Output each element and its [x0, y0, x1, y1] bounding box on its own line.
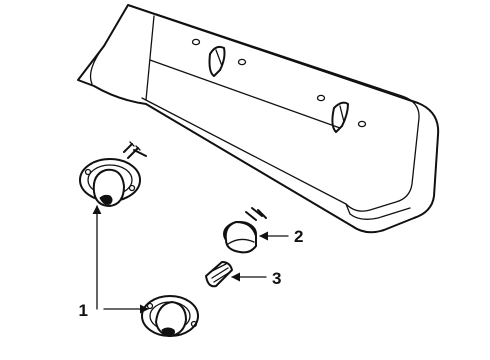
wire-clip-left — [208, 45, 226, 77]
mounting-hole — [357, 120, 367, 128]
leader-lines — [92, 205, 289, 314]
lamp-housing-garnish — [77, 4, 440, 234]
callout-number: 2 — [294, 227, 303, 246]
mounting-hole — [191, 38, 201, 46]
socket — [223, 207, 267, 254]
callout-number: 1 — [79, 301, 88, 320]
wire-clip-right — [331, 101, 349, 133]
lamp-assembly-upper — [79, 141, 147, 207]
bulb — [205, 261, 233, 288]
mounting-hole — [237, 58, 247, 66]
callout-number: 3 — [272, 269, 281, 288]
lamp-assembly-lower — [141, 295, 199, 337]
mounting-hole — [316, 94, 326, 102]
